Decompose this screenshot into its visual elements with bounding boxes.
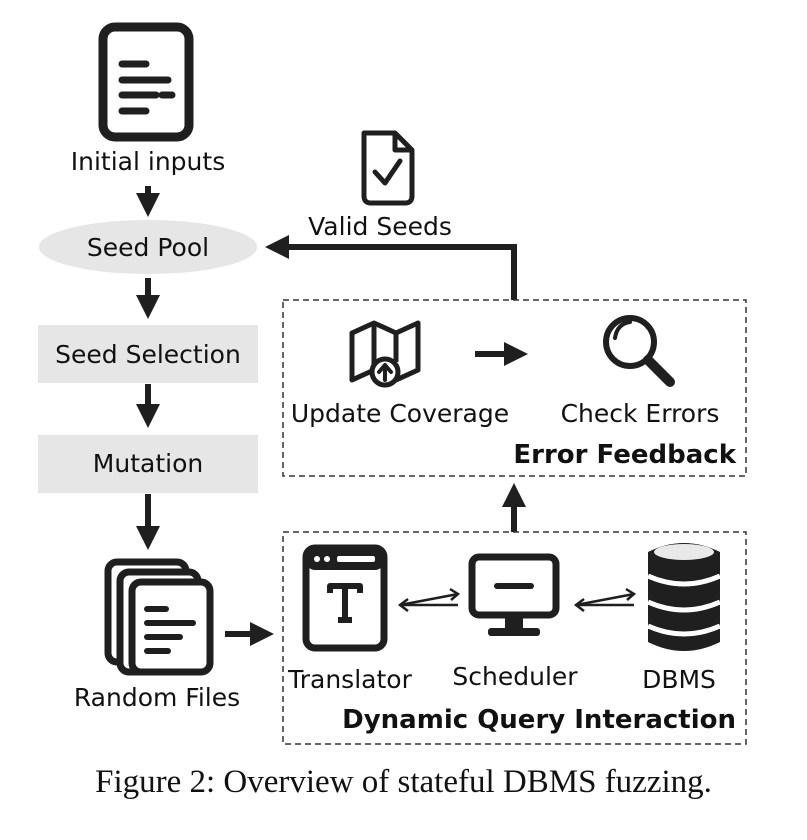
error-feedback-title: Error Feedback (513, 440, 736, 470)
map-upload-icon (349, 320, 421, 388)
arrow-feedback-to-pool (265, 235, 517, 300)
translator-label: Translator (287, 665, 412, 694)
bidirectional-arrow-translator-scheduler (397, 587, 461, 612)
text-window-icon (302, 544, 388, 652)
dbms-label: DBMS (642, 665, 716, 694)
initial-inputs-label: Initial inputs (71, 147, 225, 176)
scheduler-label: Scheduler (452, 662, 578, 691)
random-files-label: Random Files (74, 683, 240, 712)
magnifier-icon (603, 315, 675, 387)
seed-pool-label: Seed Pool (87, 233, 209, 262)
bidirectional-arrow-scheduler-dbms (573, 587, 637, 612)
mutation-label: Mutation (93, 449, 203, 478)
database-icon (646, 543, 722, 651)
check-errors-label: Check Errors (561, 399, 720, 428)
valid-seeds-label: Valid Seeds (308, 212, 452, 241)
error-feedback-group (282, 299, 747, 477)
seed-selection-node (38, 325, 258, 383)
dynamic-query-interaction-group (282, 531, 747, 745)
update-coverage-label: Update Coverage (291, 399, 509, 428)
seed-selection-label: Seed Selection (55, 340, 241, 369)
monitor-icon (468, 553, 560, 636)
mutation-node (38, 435, 258, 493)
seed-pool-node (39, 220, 257, 274)
dynamic-query-interaction-title: Dynamic Query Interaction (342, 705, 736, 735)
stacked-documents-icon (104, 558, 214, 676)
checked-document-icon (361, 130, 415, 206)
figure-caption: Figure 2: Overview of stateful DBMS fuzz… (95, 764, 712, 800)
document-icon (98, 22, 194, 142)
